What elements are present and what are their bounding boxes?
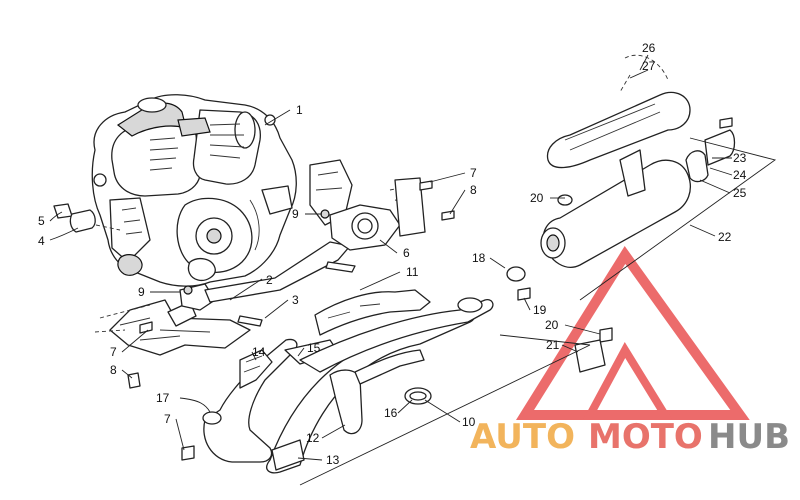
callout-15: 15 [307, 341, 321, 355]
callout-20-upper: 20 [530, 191, 544, 205]
watermark-wordmark: AUTO MOTO HUB [470, 417, 790, 457]
callout-10: 10 [462, 415, 476, 429]
callout-23: 23 [733, 151, 747, 165]
watermark-auto: AUTO [470, 417, 575, 457]
callout-9-upper: 9 [292, 207, 299, 221]
callout-9-lower: 9 [138, 285, 145, 299]
callout-2: 2 [266, 273, 273, 287]
crossover-pipe [329, 349, 432, 435]
callout-3: 3 [292, 293, 299, 307]
callout-5: 5 [38, 214, 45, 228]
callout-26: 26 [642, 41, 656, 55]
callout-12: 12 [306, 431, 320, 445]
callout-24: 24 [733, 168, 747, 182]
callout-14: 14 [252, 345, 266, 359]
callout-18: 18 [472, 251, 486, 265]
muffler-assembly [506, 54, 736, 373]
engine-mounts [94, 159, 455, 461]
group-boundaries [299, 137, 777, 486]
link-pipe [299, 297, 494, 373]
callout-7-upper: 7 [470, 166, 477, 180]
rear-exhaust-pipe [266, 309, 476, 474]
callout-7-left: 7 [110, 345, 117, 359]
callout-11: 11 [406, 265, 419, 279]
callout-20-lower: 20 [545, 318, 559, 332]
callout-1: 1 [296, 103, 303, 117]
callout-8-upper: 8 [470, 183, 477, 197]
callout-8-left: 8 [110, 363, 117, 377]
callout-22: 22 [718, 230, 732, 244]
callout-16: 16 [384, 406, 398, 420]
callout-19: 19 [533, 303, 547, 317]
heat-shield-lower [314, 289, 431, 336]
callout-17: 17 [156, 391, 170, 405]
engine-assembly [91, 94, 297, 287]
callout-13: 13 [326, 453, 340, 467]
callout-7-lower: 7 [164, 412, 171, 426]
callout-25: 25 [733, 186, 747, 200]
callout-21: 21 [546, 338, 560, 352]
callout-27: 27 [642, 59, 656, 73]
callout-6: 6 [403, 246, 410, 260]
front-exhaust-pipe [202, 338, 298, 463]
callout-4: 4 [38, 234, 45, 248]
callout-labels: 1 2 3 4 5 6 7 8 9 9 7 8 7 10 11 12 13 14… [38, 41, 747, 467]
leader-lines [49, 54, 733, 461]
watermark-moto: MOTO [588, 417, 703, 457]
watermark-logo-mark [515, 246, 750, 420]
watermark-hub: HUB [708, 417, 790, 457]
